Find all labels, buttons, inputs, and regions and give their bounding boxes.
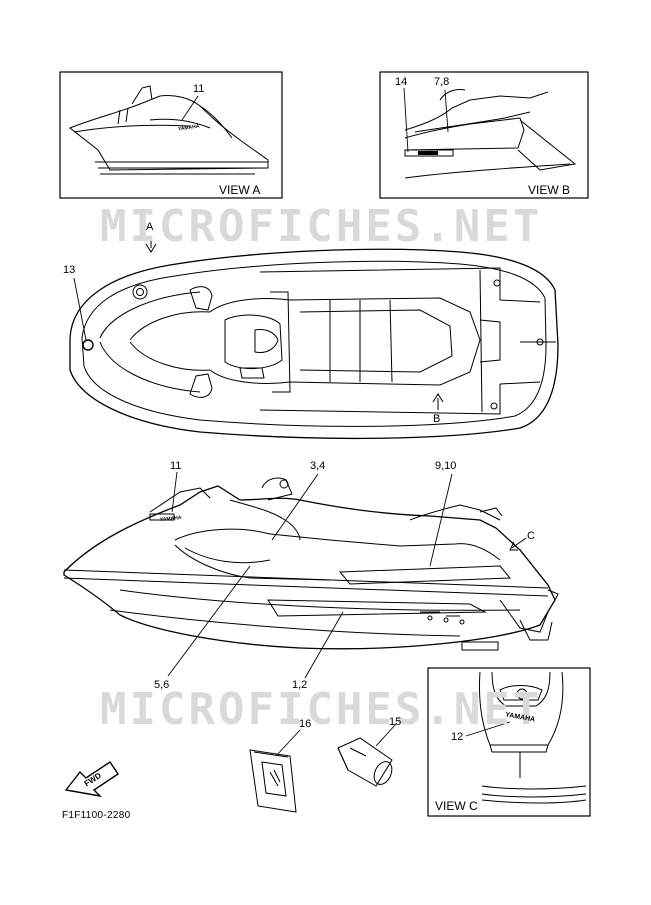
arrow-c	[509, 537, 527, 551]
view-c-frame	[427, 667, 591, 817]
label-part-15: 15	[389, 716, 402, 728]
part-15-pouch	[337, 737, 393, 787]
arrow-a	[145, 236, 157, 253]
view-c-hull-drawing	[479, 671, 587, 804]
leader-12	[465, 721, 511, 737]
view-b-hull-drawing	[404, 89, 577, 179]
leader-11-view-a	[181, 95, 199, 121]
top-view-hull	[69, 248, 559, 440]
label-part-1-2: 1,2	[292, 679, 308, 691]
label-part-11-view-a: 11	[193, 83, 205, 95]
view-a-frame	[59, 71, 283, 199]
yamaha-logo-side: YAMAHA	[159, 514, 182, 524]
label-part-16: 16	[299, 718, 312, 730]
leader-14	[403, 87, 409, 153]
part-13-cap	[82, 339, 94, 351]
part-16-card	[249, 749, 297, 813]
label-part-7-8: 7,8	[434, 76, 450, 88]
watermark-top: MICROFICHES.NET	[100, 201, 543, 252]
watermark-bottom: MICROFICHES.NET	[100, 684, 543, 735]
label-view-c: VIEW C	[435, 799, 478, 813]
label-arrow-b: B	[433, 413, 441, 425]
part-14-decal	[404, 149, 454, 157]
leader-7-8	[444, 89, 449, 133]
label-arrow-c: C	[527, 530, 535, 542]
leader-15	[375, 723, 397, 747]
label-part-9-10: 9,10	[435, 460, 457, 472]
label-part-5-6: 5,6	[154, 679, 170, 691]
arrow-b	[432, 393, 444, 410]
label-part-11-side: 11	[170, 460, 182, 472]
label-part-3-4: 3,4	[310, 460, 326, 472]
label-part-12: 12	[451, 731, 464, 743]
leader-3-4	[271, 473, 319, 541]
label-view-b: VIEW B	[528, 183, 571, 197]
label-arrow-a: A	[146, 221, 154, 233]
fwd-arrow-icon	[64, 761, 119, 798]
label-part-13: 13	[63, 264, 76, 276]
leader-lines	[73, 87, 511, 757]
leader-13	[73, 277, 87, 341]
leader-9-10	[429, 473, 453, 567]
leader-5-6	[167, 565, 251, 677]
view-b-frame	[379, 71, 589, 199]
label-part-14: 14	[395, 76, 408, 88]
view-a-hull-drawing	[69, 85, 269, 175]
leader-11-side	[171, 471, 178, 513]
label-view-a: VIEW A	[219, 183, 261, 197]
side-view-hull	[63, 477, 559, 651]
leader-1-2	[304, 611, 344, 679]
figure-code: F1F1100-2280	[62, 810, 131, 821]
leader-16	[275, 729, 301, 757]
